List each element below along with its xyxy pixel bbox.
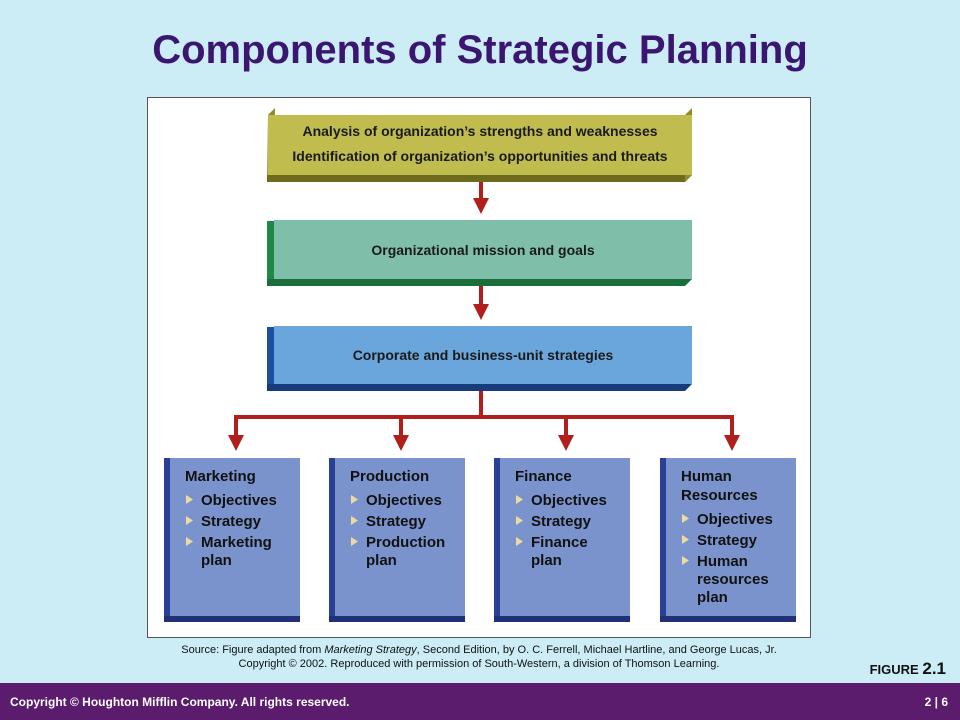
function-item: Strategy [366, 513, 427, 530]
function-box-side [660, 458, 666, 616]
function-item: Objectives [366, 492, 442, 509]
functional-area-boxes: MarketingObjectivesStrategyMarketingplan… [164, 458, 796, 622]
bullet-icon [682, 514, 689, 523]
function-title: Finance [515, 468, 572, 485]
bullet-icon [516, 537, 523, 546]
function-item: plan [531, 552, 562, 569]
mission-box: Organizational mission and goals [267, 220, 692, 286]
function-box-bottom [164, 616, 300, 622]
function-item: Strategy [201, 513, 262, 530]
bullet-icon [682, 535, 689, 544]
function-item: Marketing [201, 534, 272, 551]
function-item: resources [697, 571, 769, 588]
source-copyright: Copyright © 2002. Reproduced with permis… [238, 658, 720, 670]
function-box-side [494, 458, 500, 616]
function-title: Resources [681, 487, 758, 504]
function-box-face [500, 458, 630, 616]
function-item: Objectives [697, 511, 773, 528]
function-item: Human [697, 553, 748, 570]
bullet-icon [351, 516, 358, 525]
strategic-planning-diagram: Analysis of organization’s strengths and… [164, 108, 796, 622]
bullet-icon [516, 495, 523, 504]
function-item: plan [697, 589, 728, 606]
footer-copyright: Copyright © Houghton Mifflin Company. Al… [10, 695, 350, 709]
function-item: Objectives [201, 492, 277, 509]
function-box-face [666, 458, 796, 616]
source-book-title: Marketing Strategy [324, 644, 417, 656]
function-box-bottom [494, 616, 630, 622]
function-box-production: ProductionObjectivesStrategyProductionpl… [329, 458, 465, 622]
page-title: Components of Strategic Planning [152, 28, 808, 72]
figure-panel: Analysis of organization’s strengths and… [147, 97, 811, 638]
function-box-bottom [660, 616, 796, 622]
function-box-side [329, 458, 335, 616]
connector-arrows [228, 180, 740, 451]
strategies-box: Corporate and business-unit strategies [267, 326, 692, 391]
figure-label: FIGURE 2.1 [870, 659, 946, 679]
analysis-box: Analysis of organization’s strengths and… [267, 108, 692, 182]
bullet-icon [186, 537, 193, 546]
mission-text: Organizational mission and goals [371, 242, 594, 258]
bullet-icon [351, 495, 358, 504]
function-item: plan [201, 552, 232, 569]
function-item: Finance [531, 534, 588, 551]
bullet-icon [186, 516, 193, 525]
function-item: Objectives [531, 492, 607, 509]
figure-label-word: FIGURE [869, 662, 919, 677]
function-box-human-resources: HumanResourcesObjectivesStrategyHumanres… [660, 458, 796, 622]
bullet-icon [351, 537, 358, 546]
analysis-line-2: Identification of organization’s opportu… [292, 148, 667, 164]
source-suffix: , Second Edition, by O. C. Ferrell, Mich… [416, 644, 777, 656]
function-title: Marketing [185, 468, 256, 485]
source-prefix: Source: Figure adapted from [181, 644, 325, 656]
figure-label-number: 2.1 [922, 659, 946, 678]
function-box-face [335, 458, 465, 616]
footer-page-number: 2 | 6 [924, 695, 948, 709]
function-item: Strategy [531, 513, 592, 530]
source-note: Source: Figure adapted from Marketing St… [147, 643, 811, 671]
function-item: plan [366, 552, 397, 569]
function-item: Production [366, 534, 445, 551]
analysis-line-1: Analysis of organization’s strengths and… [302, 123, 657, 139]
function-title: Human [681, 468, 732, 485]
bullet-icon [516, 516, 523, 525]
footer-bar: Copyright © Houghton Mifflin Company. Al… [0, 683, 960, 720]
function-box-bottom [329, 616, 465, 622]
function-item: Strategy [697, 532, 758, 549]
function-title: Production [350, 468, 429, 485]
function-box-face [170, 458, 300, 616]
bullet-icon [682, 556, 689, 565]
bullet-icon [186, 495, 193, 504]
function-box-side [164, 458, 170, 616]
strategies-text: Corporate and business-unit strategies [353, 347, 614, 363]
